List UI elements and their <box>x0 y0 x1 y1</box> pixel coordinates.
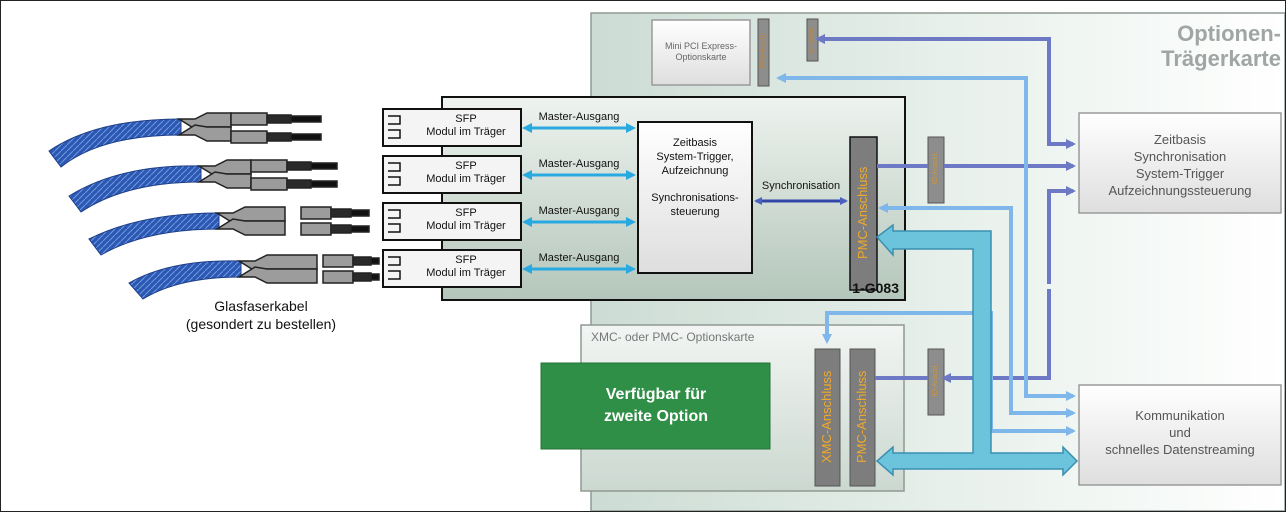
right-box-1-line2: Synchronisation <box>1133 148 1227 164</box>
timebase-line2: System-Trigger, <box>656 150 734 163</box>
right-box-2-line3: schnelles Datenstreaming <box>1105 441 1255 457</box>
carrier-title-line1: Optionen- <box>1177 21 1281 46</box>
data-stream-arrow <box>875 223 1079 477</box>
timebase-box <box>637 121 753 274</box>
io-connector-card-label: IO-Anschl. <box>931 363 939 397</box>
green-box <box>540 362 771 450</box>
master-output-label-1: Master-Ausgang <box>538 111 620 123</box>
sfp-module-2: SFP Modul im Träger <box>411 160 521 186</box>
sfp-title: SFP <box>455 113 477 125</box>
io-connector-board-label: IO-Anschl. <box>931 151 939 185</box>
sfp-title: SFP <box>455 207 477 219</box>
timebase-line4: Synchronisations- <box>651 192 739 205</box>
right-box-1-line3: System-Trigger <box>1135 165 1225 181</box>
sfp-module-1: SFP Modul im Träger <box>411 113 521 139</box>
green-box-text: Verfügbar für zweite Option <box>546 384 766 427</box>
right-box-1-line1: Zeitbasis <box>1153 132 1207 147</box>
pmc-connector-board-label: PMC-Anschluss <box>855 166 871 260</box>
xmc-connector-label: XMC-Anschluss <box>819 370 835 464</box>
green-box-line1: Verfügbar für <box>605 386 707 403</box>
master-output-label-2: Master-Ausgang <box>538 158 620 170</box>
cable-caption: Glasfaserkabel (gesondert zu bestellen) <box>141 297 381 333</box>
sfp-module-4: SFP Modul im Träger <box>411 254 521 280</box>
cable-caption-line1: Glasfaserkabel <box>214 298 308 314</box>
right-box-2-line2: und <box>1169 424 1191 440</box>
green-box-line2: zweite Option <box>604 407 708 425</box>
sfp-title: SFP <box>455 160 477 172</box>
mini-pci-io-label: IO-Anschl. <box>809 25 816 54</box>
right-box-timebase-text: Zeitbasis Synchronisation System-Trigger… <box>1081 132 1279 200</box>
sfp-module-3: SFP Modul im Träger <box>411 207 521 233</box>
timebase-line1: Zeitbasis <box>672 137 718 149</box>
carrier-title: Optionen- Trägerkarte <box>1131 21 1281 72</box>
sfp-sub: Modul im Träger <box>426 126 506 139</box>
right-box-timebase <box>1078 112 1282 214</box>
right-box-comm-text: Kommunikation und schnelles Datenstreami… <box>1081 408 1279 459</box>
right-box-2-line1: Kommunikation <box>1135 408 1225 423</box>
option-card-title: XMC- oder PMC- Optionskarte <box>591 330 755 344</box>
sfp-sub: Modul im Träger <box>426 220 506 233</box>
sfp-title: SFP <box>455 254 477 266</box>
master-arrows <box>522 123 636 274</box>
timebase-line5: steuerung <box>670 206 720 218</box>
right-box-comm <box>1078 384 1282 486</box>
fiber-cables <box>48 112 380 300</box>
sync-label: Synchronisation <box>761 180 841 192</box>
cable-caption-line2: (gesondert zu bestellen) <box>185 316 337 333</box>
master-output-label-4: Master-Ausgang <box>538 252 620 264</box>
mini-pci-pcie-label: PCIe-Anschl. <box>760 33 767 69</box>
sfp-module-graphics <box>382 108 522 288</box>
mini-pci-pcie-slot <box>757 18 770 87</box>
mini-pci-label: Mini PCI Express-Optionskarte <box>664 41 737 62</box>
master-output-label-3: Master-Ausgang <box>538 205 620 217</box>
pmc-connector-card-label: PMC-Anschluss <box>854 370 870 464</box>
board-id: 1-G083 <box>852 280 899 296</box>
sfp-sub: Modul im Träger <box>426 173 506 186</box>
mini-pci-card <box>651 19 751 86</box>
timebase-box-text: Zeitbasis System-Trigger, Aufzeichnung S… <box>639 137 751 220</box>
sfp-sub: Modul im Träger <box>426 267 506 280</box>
right-box-1-line4: Aufzeichnungssteuerung <box>1108 182 1252 198</box>
carrier-title-line2: Trägerkarte <box>1161 46 1281 72</box>
timebase-line3: Aufzeichnung <box>661 164 729 177</box>
